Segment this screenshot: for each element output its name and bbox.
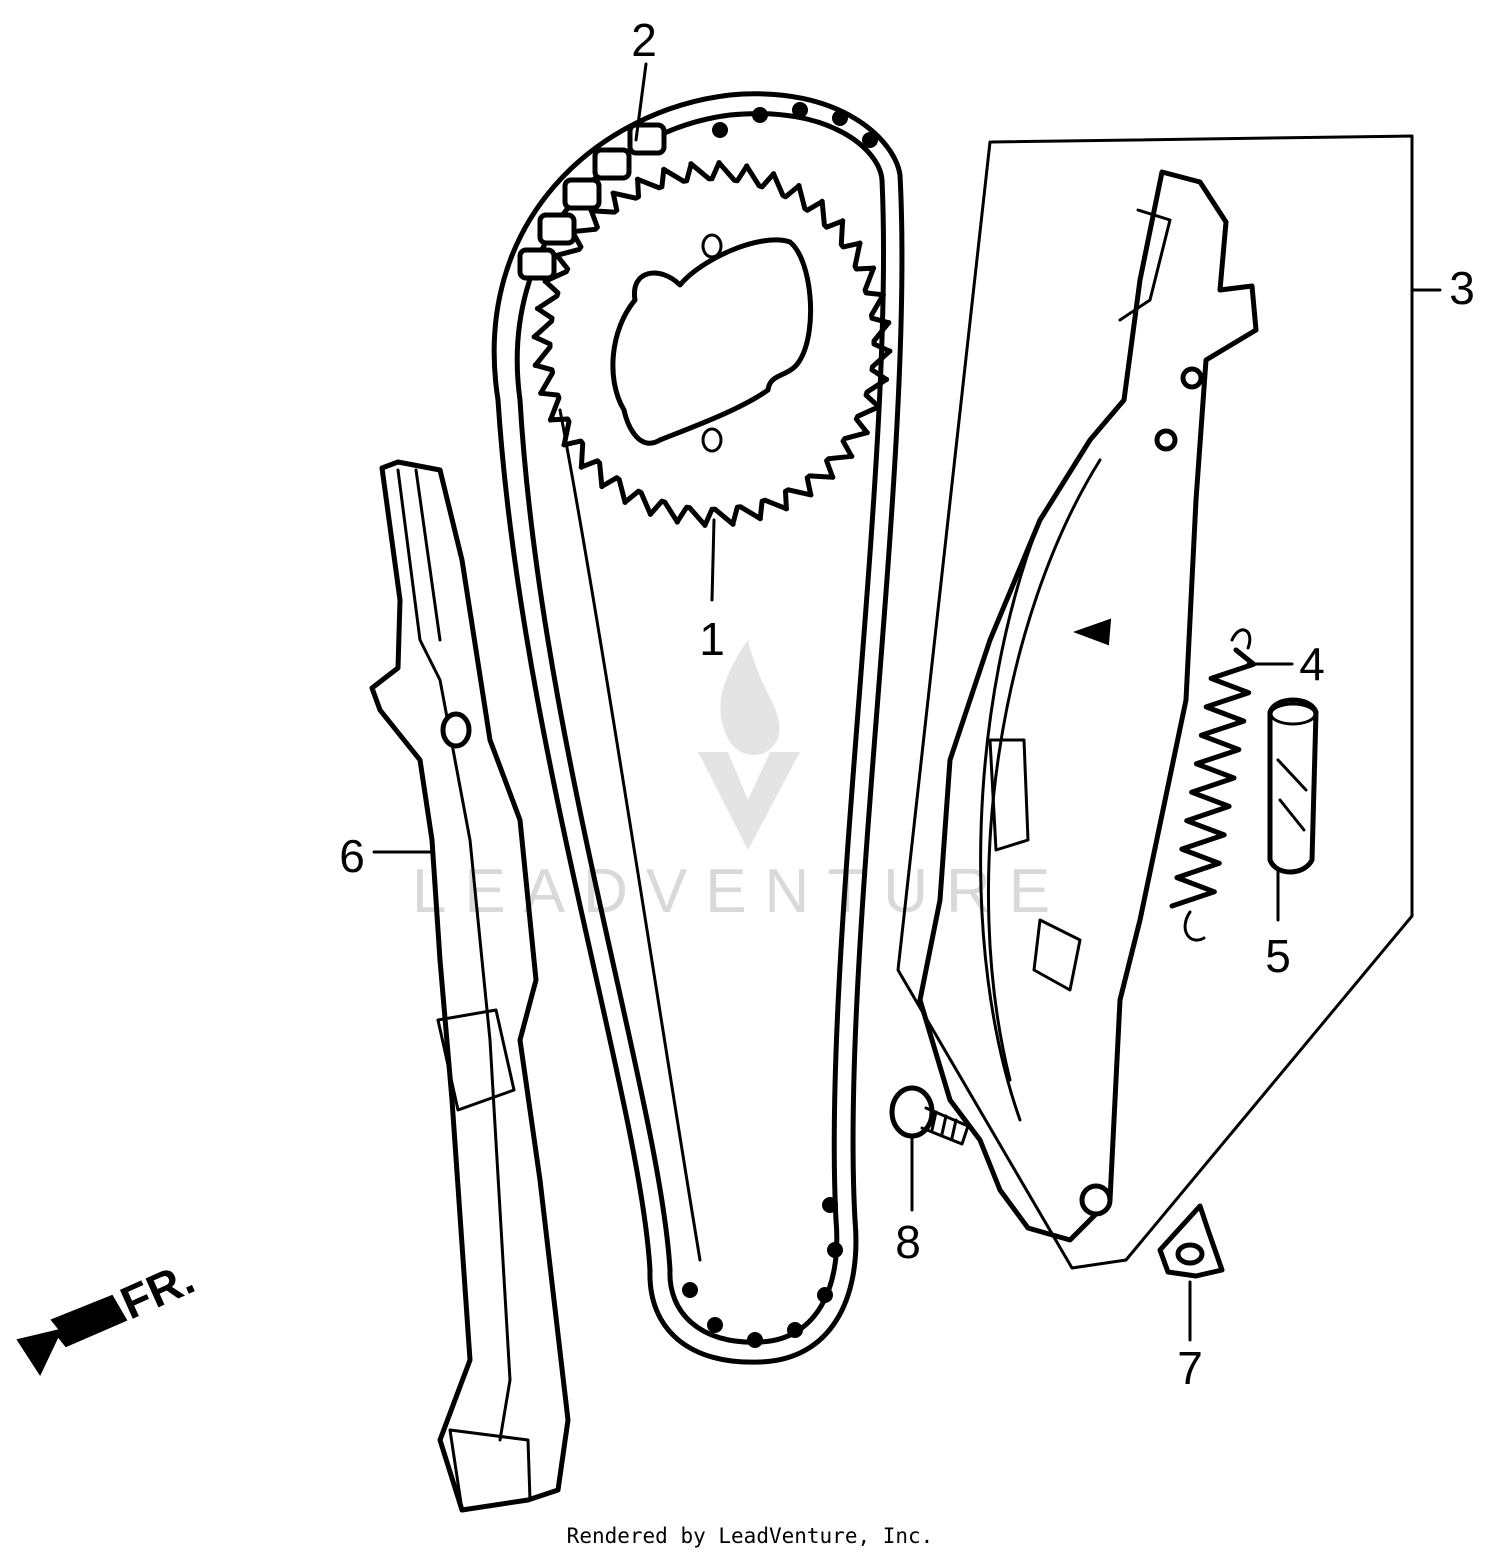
callout-8: 8 xyxy=(895,1216,921,1268)
tensioner-spring xyxy=(1169,628,1257,942)
front-arrow-icon xyxy=(16,1294,128,1377)
washer-plate xyxy=(1157,1203,1225,1279)
callout-4: 4 xyxy=(1299,638,1325,690)
front-direction-marker: FR. xyxy=(16,1251,202,1377)
pivot-bolt xyxy=(889,1085,970,1146)
chain-links-bottom xyxy=(682,1197,843,1348)
callout-2: 2 xyxy=(631,14,657,66)
cam-chain-tensioner xyxy=(896,134,1414,1270)
tensioner-damper xyxy=(1267,697,1319,875)
callouts: 1 2 3 4 5 6 7 8 xyxy=(339,14,1475,1394)
callout-3: 3 xyxy=(1449,262,1475,314)
callout-1: 1 xyxy=(699,613,725,665)
callout-5: 5 xyxy=(1265,930,1291,982)
callout-6: 6 xyxy=(339,830,365,882)
leadventure-logo-icon xyxy=(698,640,800,850)
front-label: FR. xyxy=(113,1251,202,1329)
callout-7: 7 xyxy=(1177,1342,1203,1394)
cam-sprocket xyxy=(531,160,893,528)
watermark: LEADVENTURE xyxy=(412,640,1068,926)
leader-lines xyxy=(372,62,1442,1342)
watermark-text: LEADVENTURE xyxy=(412,857,1068,926)
footer-credit: Rendered by LeadVenture, Inc. xyxy=(566,1524,934,1548)
cam-chain xyxy=(491,91,905,1365)
cam-chain-guide xyxy=(369,459,571,1513)
